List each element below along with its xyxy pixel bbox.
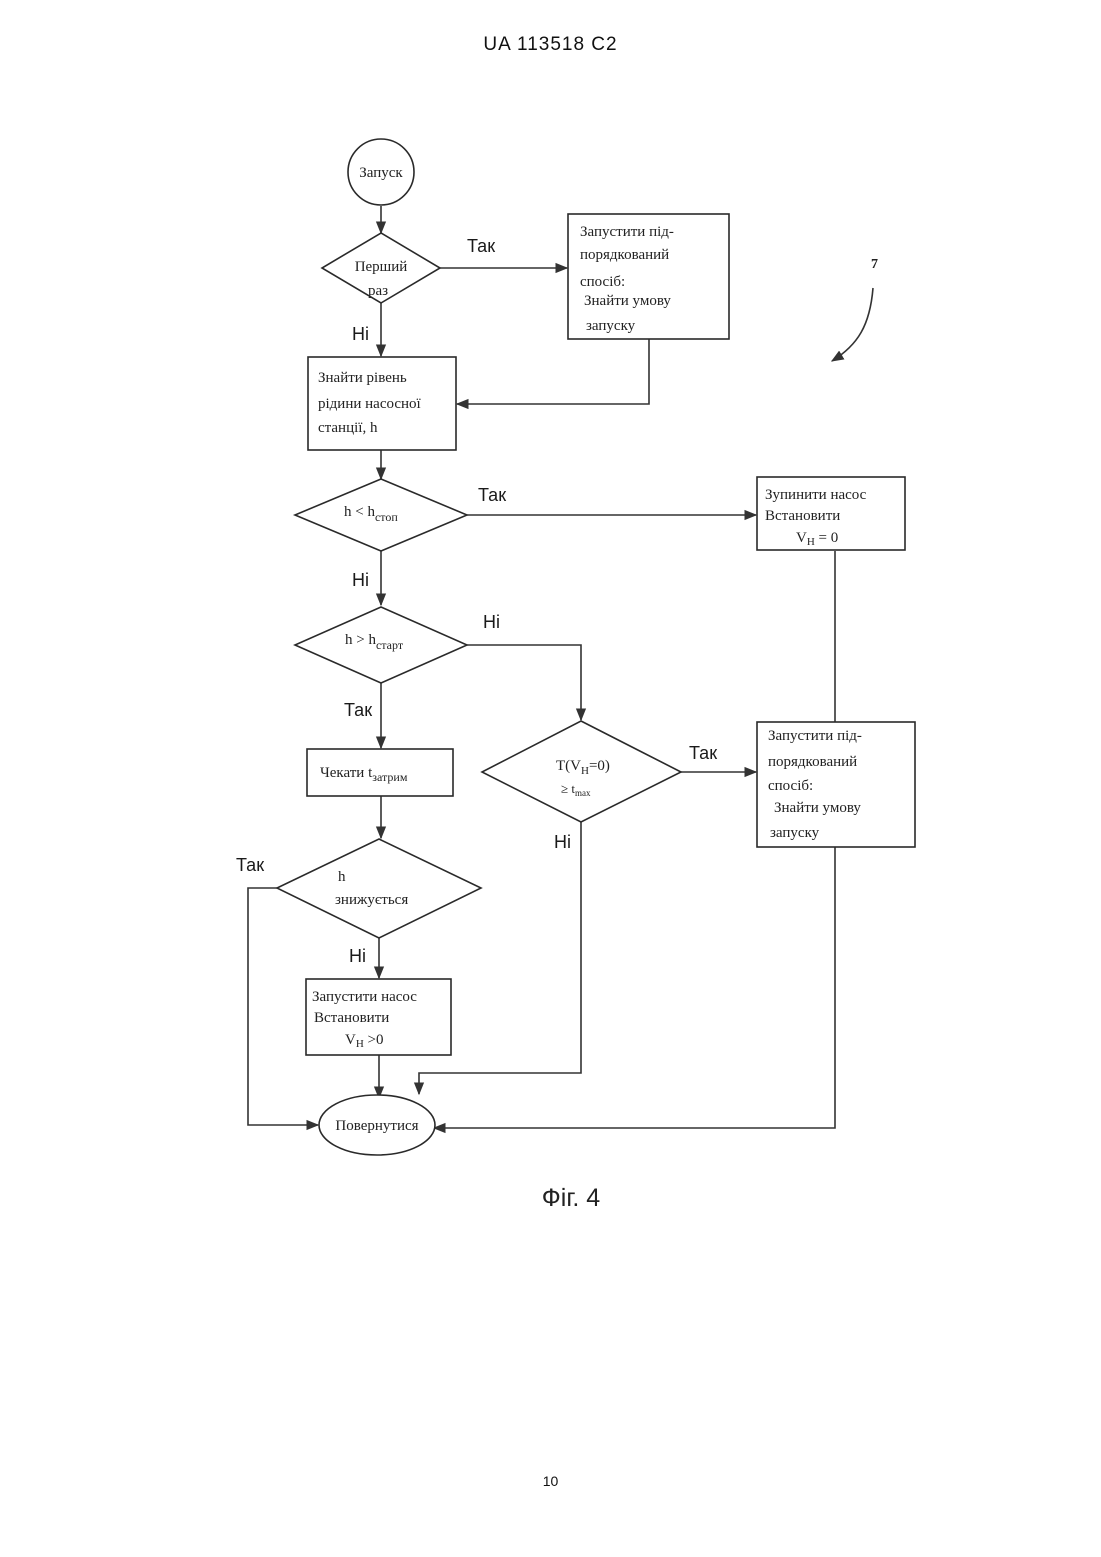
edge-sub1-to-level: [457, 339, 649, 404]
node-find-level-line3: станції, h: [318, 420, 378, 436]
node-cond-decrease-line2: знижується: [335, 892, 408, 908]
node-sub2-line3: спосіб:: [768, 778, 813, 794]
node-stop-pump-line3: VH = 0: [796, 530, 838, 548]
node-run-subroutine-2: Запустити під- порядкований спосіб: Знай…: [757, 722, 915, 847]
node-stop-pump: Зупинити насос Встановити VH = 0: [757, 477, 905, 550]
label-stop-no: Ні: [352, 570, 369, 590]
node-sub2-line2: порядкований: [768, 754, 857, 770]
node-stop-pump-line1: Зупинити насос: [765, 487, 867, 503]
node-sub2-line4: Знайти умову: [774, 800, 861, 816]
edge-sub2-to-return: [434, 847, 835, 1128]
label-timer-yes: Так: [689, 743, 717, 763]
node-find-level-line2: рідини насосної: [318, 396, 422, 412]
page-number: 10: [0, 1473, 1101, 1489]
node-sub1-line3: спосіб:: [580, 274, 625, 290]
node-return-label: Повернутися: [335, 1118, 418, 1134]
label-first-no: Ні: [352, 324, 369, 344]
node-first-time: Перший раз: [322, 233, 440, 303]
node-first-time-line2: раз: [368, 283, 388, 299]
label-start-yes: Так: [344, 700, 372, 720]
node-sub1-line1: Запустити під-: [580, 224, 674, 240]
edge-start-no: [467, 645, 581, 720]
node-first-time-line1: Перший: [355, 259, 408, 275]
node-cond-timer: T(VH=0) ≥ tmax: [482, 721, 681, 822]
node-run-subroutine-1: Запустити під- порядкований спосіб: Знай…: [568, 214, 729, 339]
label-timer-no: Ні: [554, 832, 571, 852]
node-start-pump: Запустити насос Встановити VH >0: [306, 979, 451, 1055]
label-start-no: Ні: [483, 612, 500, 632]
node-sub1-line2: порядкований: [580, 247, 669, 263]
node-start: Запуск: [348, 139, 414, 205]
node-stop-pump-line2: Встановити: [765, 508, 840, 524]
node-start-label: Запуск: [359, 165, 403, 181]
node-find-level: Знайти рівень рідини насосної станції, h: [308, 357, 456, 450]
label-stop-yes: Так: [478, 485, 506, 505]
label-decrease-no: Ні: [349, 946, 366, 966]
figure-caption: Фіг. 4: [542, 1184, 601, 1212]
node-cond-decrease-line1: h: [338, 869, 346, 885]
node-sub2-line5: запуску: [770, 825, 820, 841]
reference-numeral: 7: [871, 257, 878, 272]
node-sub1-line4: Знайти умову: [584, 293, 671, 309]
label-first-yes: Так: [467, 236, 495, 256]
node-start-pump-line2: Встановити: [314, 1010, 389, 1026]
reference-leader-arrow: [832, 288, 873, 361]
label-decrease-yes: Так: [236, 855, 264, 875]
node-start-pump-line3: VH >0: [345, 1032, 384, 1050]
node-return: Повернутися: [319, 1095, 435, 1155]
node-cond-start: h > hстарт: [295, 607, 467, 683]
node-cond-stop: h < hстоп: [295, 479, 467, 551]
node-sub2-line1: Запустити під-: [768, 728, 862, 744]
node-cond-decrease: h знижується: [277, 839, 481, 938]
node-start-pump-line1: Запустити насос: [312, 989, 417, 1005]
node-find-level-line1: Знайти рівень: [318, 370, 407, 386]
node-sub1-line5: запуску: [586, 318, 636, 334]
node-wait: Чекати tзатрим: [307, 749, 453, 796]
